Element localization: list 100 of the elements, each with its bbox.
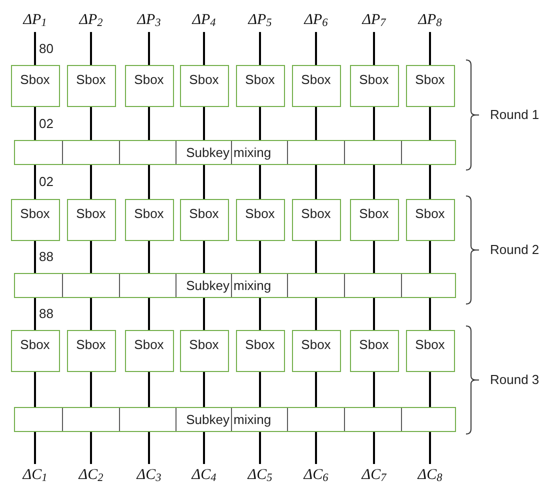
delta-label: ΔP$_{4}$ <box>180 8 228 32</box>
connector-line <box>148 241 150 273</box>
sbox: Sbox <box>10 65 60 107</box>
round-label: Round 2 <box>490 243 540 256</box>
sbox: Sbox <box>236 199 284 241</box>
connector-line <box>203 165 205 199</box>
edge-label: 88 <box>38 250 54 263</box>
connector-line <box>148 165 150 199</box>
sbox: Sbox <box>406 199 454 241</box>
sbox: Sbox <box>350 65 398 107</box>
connector-line <box>373 298 375 330</box>
delta-label: ΔC$_{1}$ <box>11 464 59 486</box>
sbox: Sbox <box>66 330 116 372</box>
connector-line <box>203 432 205 464</box>
subkey-mixing-bar <box>14 140 456 165</box>
connector-line <box>203 241 205 273</box>
connector-line <box>148 107 150 140</box>
connector-line <box>373 32 375 65</box>
connector-line <box>373 432 375 464</box>
delta-label: ΔC$_{4}$ <box>180 464 228 486</box>
connector-line <box>148 432 150 464</box>
connector-line <box>315 32 317 65</box>
sbox: Sbox <box>10 199 60 241</box>
connector-line <box>315 298 317 330</box>
round-label: Round 3 <box>490 373 540 386</box>
delta-label: ΔC$_{2}$ <box>67 464 115 486</box>
connector-line <box>203 107 205 140</box>
connector-line <box>373 241 375 273</box>
connector-line <box>429 107 431 140</box>
edge-label: 80 <box>38 42 54 54</box>
sbox: Sbox <box>124 330 174 372</box>
bar-label: Subkey mixing <box>185 144 272 162</box>
connector-line <box>259 432 261 464</box>
connector-line <box>203 32 205 65</box>
sbox: Sbox <box>124 199 174 241</box>
connector-line <box>34 432 36 464</box>
delta-label: ΔP$_{6}$ <box>292 8 340 32</box>
delta-label: ΔC$_{7}$ <box>350 464 398 486</box>
bar-label: Subkey mixing <box>185 410 272 429</box>
sbox: Sbox <box>406 330 454 372</box>
connector-line <box>429 165 431 199</box>
connector-line <box>34 298 36 330</box>
connector-line <box>259 372 261 407</box>
subkey-mixing-bar <box>14 273 456 298</box>
connector-line <box>203 298 205 330</box>
connector-line <box>259 241 261 273</box>
connector-line <box>90 32 92 65</box>
connector-line <box>429 432 431 464</box>
sbox: Sbox <box>180 65 228 107</box>
connector-line <box>148 298 150 330</box>
sbox: Sbox <box>292 330 340 372</box>
connector-line <box>148 32 150 65</box>
delta-label: ΔP$_{1}$ <box>11 8 59 32</box>
connector-line <box>203 372 205 407</box>
connector-line <box>90 107 92 140</box>
connector-line <box>315 432 317 464</box>
connector-line <box>315 241 317 273</box>
sbox: Sbox <box>10 330 60 372</box>
connector-line <box>429 32 431 65</box>
delta-label: ΔP$_{2}$ <box>67 8 115 32</box>
edge-label: 88 <box>38 307 54 320</box>
round-label: Round 1 <box>490 108 540 121</box>
sbox: Sbox <box>124 65 174 107</box>
connector-line <box>34 107 36 140</box>
sbox: Sbox <box>180 330 228 372</box>
delta-label: ΔC$_{6}$ <box>292 464 340 486</box>
connector-line <box>373 165 375 199</box>
delta-label: ΔP$_{7}$ <box>350 8 398 32</box>
connector-line <box>90 165 92 199</box>
sbox: Sbox <box>292 65 340 107</box>
connector-line <box>315 107 317 140</box>
sbox: Sbox <box>292 199 340 241</box>
delta-label: ΔP$_{8}$ <box>406 8 454 32</box>
connector-line <box>373 107 375 140</box>
connector-line <box>259 32 261 65</box>
sbox: Sbox <box>66 65 116 107</box>
connector-line <box>429 298 431 330</box>
connector-line <box>90 241 92 273</box>
delta-label: ΔP$_{3}$ <box>125 8 173 32</box>
bar-label: Subkey mixing <box>185 276 272 295</box>
sbox: Sbox <box>350 199 398 241</box>
connector-line <box>34 32 36 65</box>
connector-line <box>90 432 92 464</box>
sbox: Sbox <box>350 330 398 372</box>
connector-line <box>259 165 261 199</box>
connector-line <box>429 372 431 407</box>
connector-line <box>148 372 150 407</box>
sbox: Sbox <box>236 330 284 372</box>
delta-label: ΔC$_{5}$ <box>236 464 284 486</box>
connector-line <box>315 165 317 199</box>
delta-label: ΔC$_{8}$ <box>406 464 454 486</box>
delta-label: ΔC$_{3}$ <box>125 464 173 486</box>
connector-line <box>90 372 92 407</box>
subkey-mixing-bar <box>14 407 456 432</box>
connector-line <box>259 107 261 140</box>
connector-line <box>90 298 92 330</box>
sbox: Sbox <box>236 65 284 107</box>
connector-line <box>34 372 36 407</box>
edge-label: 02 <box>38 175 54 188</box>
connector-line <box>259 298 261 330</box>
